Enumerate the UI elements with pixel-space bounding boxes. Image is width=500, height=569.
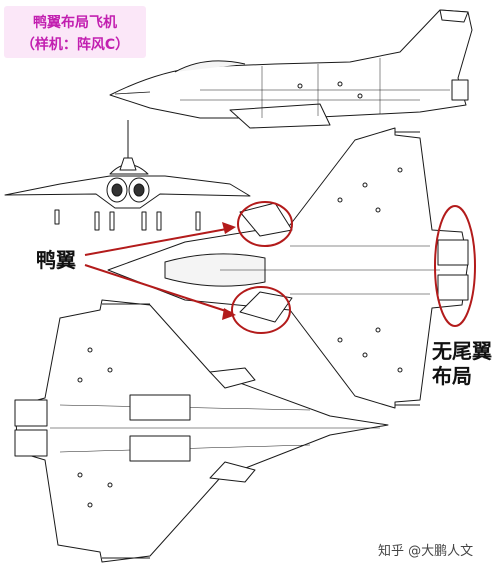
canard-circle-upper: [237, 201, 293, 247]
canard-arrow-lower: [84, 264, 233, 314]
canard-label: 鸭翼: [36, 248, 76, 272]
top-view: [107, 127, 469, 409]
canard-arrowhead-upper: [222, 222, 236, 234]
canard-arrowhead-lower: [222, 308, 236, 320]
canard-arrow-upper: [84, 227, 233, 256]
canard-circle-lower: [231, 286, 291, 334]
front-view: [4, 120, 251, 231]
side-view: [109, 9, 473, 129]
watermark: 知乎 @大鹏人文: [378, 544, 474, 559]
tailless-label-line2: 布局: [432, 364, 472, 388]
bottom-view: [14, 299, 389, 563]
tailless-label-line1: 无尾翼: [432, 339, 492, 363]
title-main: 鸭翼布局飞机: [33, 15, 117, 31]
title-box: 鸭翼布局飞机 （样机：阵风C）: [4, 6, 146, 58]
tailless-circle: [434, 205, 476, 327]
title-subtitle: （样机：阵风C）: [20, 37, 130, 53]
